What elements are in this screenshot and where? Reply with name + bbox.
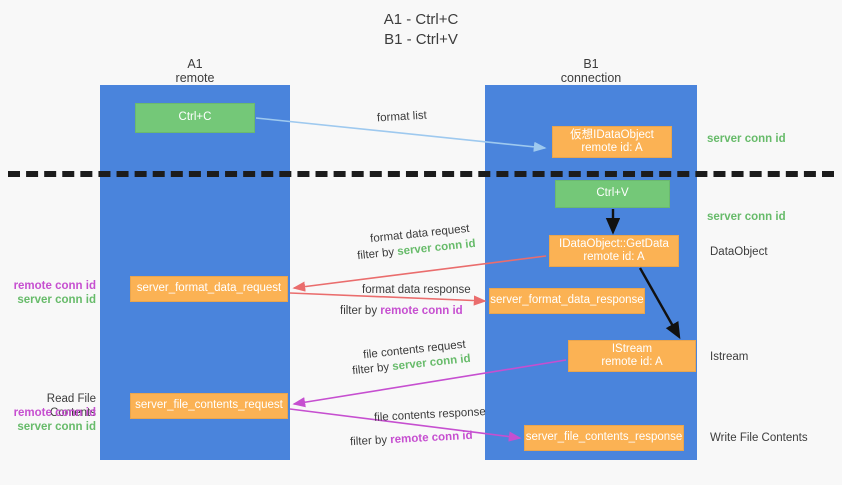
connector-getdata-to-istream — [638, 267, 681, 340]
column-header-a1: A1 remote — [100, 57, 290, 85]
title-line-2: B1 - Ctrl+V — [384, 31, 458, 48]
right-label-server-conn-id-1: server conn id — [707, 133, 786, 145]
node-virtual-idataobject[interactable]: 仮想IDataObject remote id: A — [552, 126, 672, 158]
right-label-dataobject: DataObject — [710, 246, 768, 258]
right-label-istream: Istream — [710, 351, 749, 363]
node-ctrl-v-label: Ctrl+V — [596, 187, 629, 200]
left-label-server-conn-id-2: server conn id — [17, 421, 96, 433]
column-header-b1: B1 connection — [485, 57, 697, 85]
edge-label-format-data-response: format data response — [362, 284, 471, 296]
node-idataobject-getdata-remote-id: remote id: A — [583, 251, 645, 263]
node-istream[interactable]: IStream remote id: A — [568, 340, 696, 372]
left-label-conn-ids-1: remote conn id server conn id — [10, 279, 96, 307]
node-ctrl-v[interactable]: Ctrl+V — [555, 180, 670, 208]
node-idataobject-getdata[interactable]: IDataObject::GetData remote id: A — [549, 235, 679, 267]
node-server-file-contents-request[interactable]: server_file_contents_request — [130, 393, 288, 419]
left-label-read-file-contents: Read File Contents — [46, 393, 96, 419]
node-virtual-idataobject-label: 仮想IDataObject — [570, 128, 654, 141]
filter-prefix: filter by — [340, 305, 381, 317]
node-ctrl-c-label: Ctrl+C — [178, 111, 212, 124]
column-b1-role: connection — [560, 71, 622, 85]
connector-file-contents-request — [292, 359, 567, 408]
connector-file-contents-response — [289, 408, 522, 442]
node-ctrl-c[interactable]: Ctrl+C — [135, 103, 255, 133]
column-a1-role: remote — [175, 71, 215, 85]
left-label-remote-conn-id-1: remote conn id — [13, 280, 96, 292]
edge-label-format-data-response-filter: filter by remote conn id — [340, 304, 463, 319]
filter-key-remote-conn-id: remote conn id — [389, 429, 473, 447]
node-virtual-idataobject-remote-id: remote id: A — [581, 142, 643, 154]
left-label-server-conn-id-1: server conn id — [17, 294, 96, 306]
left-label-remote-conn-id-2: remote conn id — [13, 407, 96, 419]
node-server-format-data-response-label: server_format_data_response — [490, 294, 644, 307]
node-server-format-data-response[interactable]: server_format_data_response — [489, 288, 645, 314]
node-idataobject-getdata-label: IDataObject::GetData — [559, 237, 669, 250]
connector-format-data-response — [289, 292, 487, 306]
filter-prefix: filter by — [351, 361, 393, 378]
title-line-1: A1 - Ctrl+C — [383, 11, 459, 28]
filter-prefix: filter by — [349, 434, 391, 449]
connector-format-list — [255, 117, 547, 152]
filter-key-remote-conn-id: remote conn id — [380, 305, 463, 317]
node-server-file-contents-response-label: server_file_contents_response — [525, 431, 683, 444]
node-istream-label: IStream — [611, 342, 653, 355]
node-istream-remote-id: remote id: A — [601, 356, 663, 368]
right-label-server-conn-id-2: server conn id — [707, 211, 786, 223]
connector-format-data-request — [292, 255, 547, 292]
right-label-write-file-contents: Write File Contents — [710, 432, 808, 444]
column-b1-name: B1 — [583, 57, 599, 71]
node-server-file-contents-request-label: server_file_contents_request — [135, 399, 283, 412]
phase-divider — [8, 171, 834, 177]
page-title: A1 - Ctrl+C B1 - Ctrl+V — [0, 10, 842, 50]
column-a1-name: A1 — [187, 57, 203, 71]
left-label-conn-ids-2: remote conn id server conn id — [10, 406, 96, 434]
node-server-format-data-request-label: server_format_data_request — [136, 282, 282, 295]
node-server-format-data-request[interactable]: server_format_data_request — [130, 276, 288, 302]
edge-label-format-list: format list — [376, 109, 428, 125]
node-server-file-contents-response[interactable]: server_file_contents_response — [524, 425, 684, 451]
filter-prefix: filter by — [356, 246, 398, 263]
